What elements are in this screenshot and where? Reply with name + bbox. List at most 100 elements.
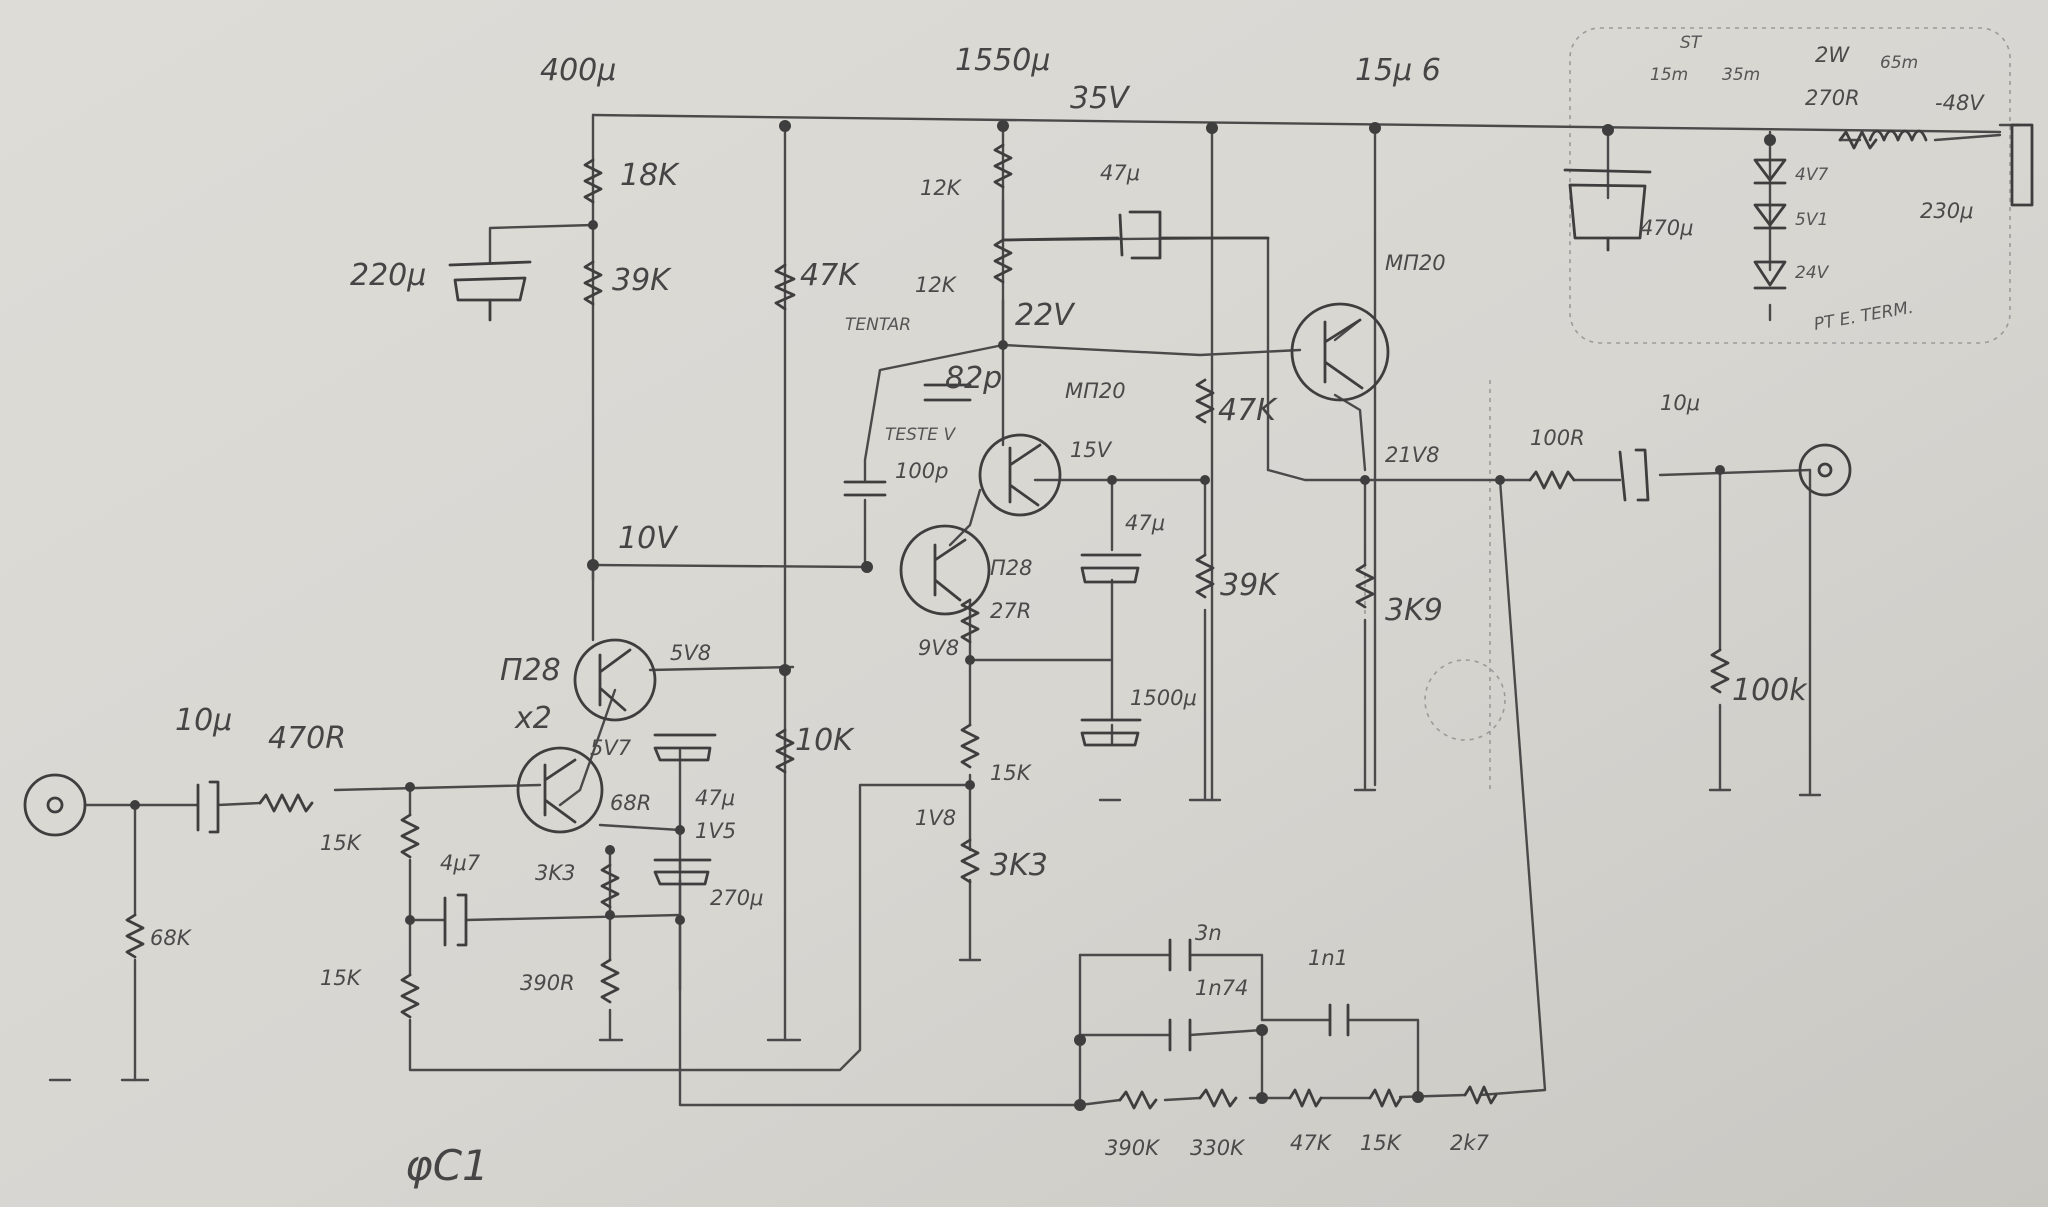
resistor-10k (775, 728, 795, 774)
label-5v1: 5V1 (1795, 210, 1828, 230)
capacitor-10u-in (196, 780, 220, 834)
resistor-15k-fb (1368, 1088, 1403, 1108)
label-470u: 470μ (1640, 216, 1693, 240)
label-2w: 2W (1815, 43, 1850, 67)
label-22v: 22V (1015, 298, 1076, 333)
label-5v8: 5V8 (670, 641, 711, 665)
label-47k-upper: 47K (800, 258, 860, 293)
label-47u-mid: 47μ (1125, 511, 1165, 535)
capacitor-1500u (1080, 718, 1142, 747)
label-21v8: 21V8 (1385, 443, 1439, 467)
resistor-47k-upper (774, 263, 796, 311)
resistor-18k (583, 158, 603, 204)
label-1n1: 1n1 (1308, 946, 1348, 970)
label-10u-in: 10μ (175, 703, 232, 738)
resistor-39k-s2 (1195, 553, 1215, 599)
label-1n74: 1n74 (1195, 976, 1248, 1000)
label-15k-b: 15K (320, 966, 363, 990)
resistor-100k (1710, 648, 1730, 694)
resistor-3k3-s2 (960, 838, 980, 884)
label-270r: 270R (1805, 86, 1860, 110)
zener-4v7 (1753, 158, 1787, 185)
label-82p: 82p (945, 361, 1002, 396)
transistor-mp20-driver (978, 433, 1062, 517)
label-47k-fb: 47K (1290, 1131, 1333, 1155)
capacitor-47u-mid (1080, 553, 1142, 584)
resistor-15k-s2 (960, 723, 980, 769)
capacitor-470u (1563, 168, 1652, 252)
resistor-3k3-s1 (600, 863, 620, 909)
label-15m: 15m (1650, 65, 1688, 85)
capacitor-1n74 (1168, 1018, 1192, 1052)
label-st: ST (1680, 33, 1703, 53)
label-100r: 100R (1530, 426, 1585, 450)
transistor-p28-stage2 (899, 524, 991, 616)
label-10v: 10V (618, 521, 679, 556)
label-68r: 68R (610, 791, 651, 815)
label-230u: 230μ (1920, 199, 1973, 223)
label-12k-b: 12K (915, 273, 958, 297)
label-39k-s2: 39K (1220, 568, 1280, 603)
label-24v: 24V (1795, 263, 1830, 283)
label-3k3-s1: 3K3 (535, 861, 576, 885)
transistor-p28-input (516, 746, 604, 834)
resistor-27r (960, 598, 980, 644)
resistor-12k-b (993, 238, 1013, 284)
label-270u: 270μ (710, 886, 763, 910)
capacitor-4u7 (443, 893, 468, 947)
label-390k: 390K (1105, 1136, 1161, 1160)
resistor-330k (1198, 1088, 1238, 1108)
label-1v5: 1V5 (695, 819, 736, 843)
label-mp20-output: МП20 (1385, 251, 1446, 275)
label-15k-s2: 15K (990, 761, 1033, 785)
label-teste: TESTE V (885, 425, 956, 445)
label-68k: 68K (150, 926, 193, 950)
capacitor-47u-s1 (653, 733, 717, 762)
resistor-15k-b (400, 973, 420, 1019)
junctions (130, 120, 1776, 1111)
zener-24v (1753, 260, 1787, 290)
capacitor-100p (843, 480, 887, 497)
label-100k: 100k (1732, 673, 1808, 708)
label-1v8: 1V8 (915, 806, 956, 830)
label-5v7: 5V7 (590, 736, 632, 760)
label-1550u: 1550μ (955, 43, 1050, 78)
label-400u: 400μ (540, 53, 616, 88)
label-15k-fb: 15K (1360, 1131, 1403, 1155)
power-terminal (2010, 123, 2034, 207)
label-p28-s2: П28 (990, 556, 1033, 580)
resistor-270r (1838, 130, 1878, 150)
label-x2: x2 (514, 701, 552, 736)
wires (48, 113, 2022, 1107)
transistor-p28-stage1 (573, 638, 657, 722)
output-jack (1798, 443, 1852, 497)
label-47u-s1: 47μ (695, 786, 735, 810)
label-39k: 39K (612, 263, 672, 298)
label-12k-a: 12K (920, 176, 963, 200)
label-1500u: 1500μ (1130, 686, 1197, 710)
label-220u: 220μ (350, 258, 426, 293)
input-jack (23, 773, 87, 837)
components (23, 123, 2034, 1110)
label-35m: 35m (1722, 65, 1760, 85)
resistor-390k (1118, 1090, 1158, 1110)
label-390r: 390R (520, 971, 575, 995)
label-18k: 18K (620, 158, 680, 193)
label-15k-a: 15K (320, 831, 363, 855)
label-15v: 15V (1070, 438, 1113, 462)
resistor-15k-a (400, 813, 420, 859)
resistor-39k (583, 260, 603, 306)
label-47u-top: 47μ (1100, 161, 1140, 185)
label-27r: 27R (990, 599, 1031, 623)
capacitor-270u (653, 858, 712, 886)
resistor-47k-fb (1288, 1088, 1323, 1108)
label-65m: 65m (1880, 53, 1918, 73)
resistor-12k-a (993, 143, 1013, 189)
label-3k3-s2: 3K3 (990, 848, 1048, 883)
resistor-3k9 (1355, 563, 1375, 609)
label-47k-s2: 47K (1218, 393, 1278, 428)
zener-5v1 (1753, 203, 1787, 230)
label-p28-s1: П28 (500, 653, 561, 688)
